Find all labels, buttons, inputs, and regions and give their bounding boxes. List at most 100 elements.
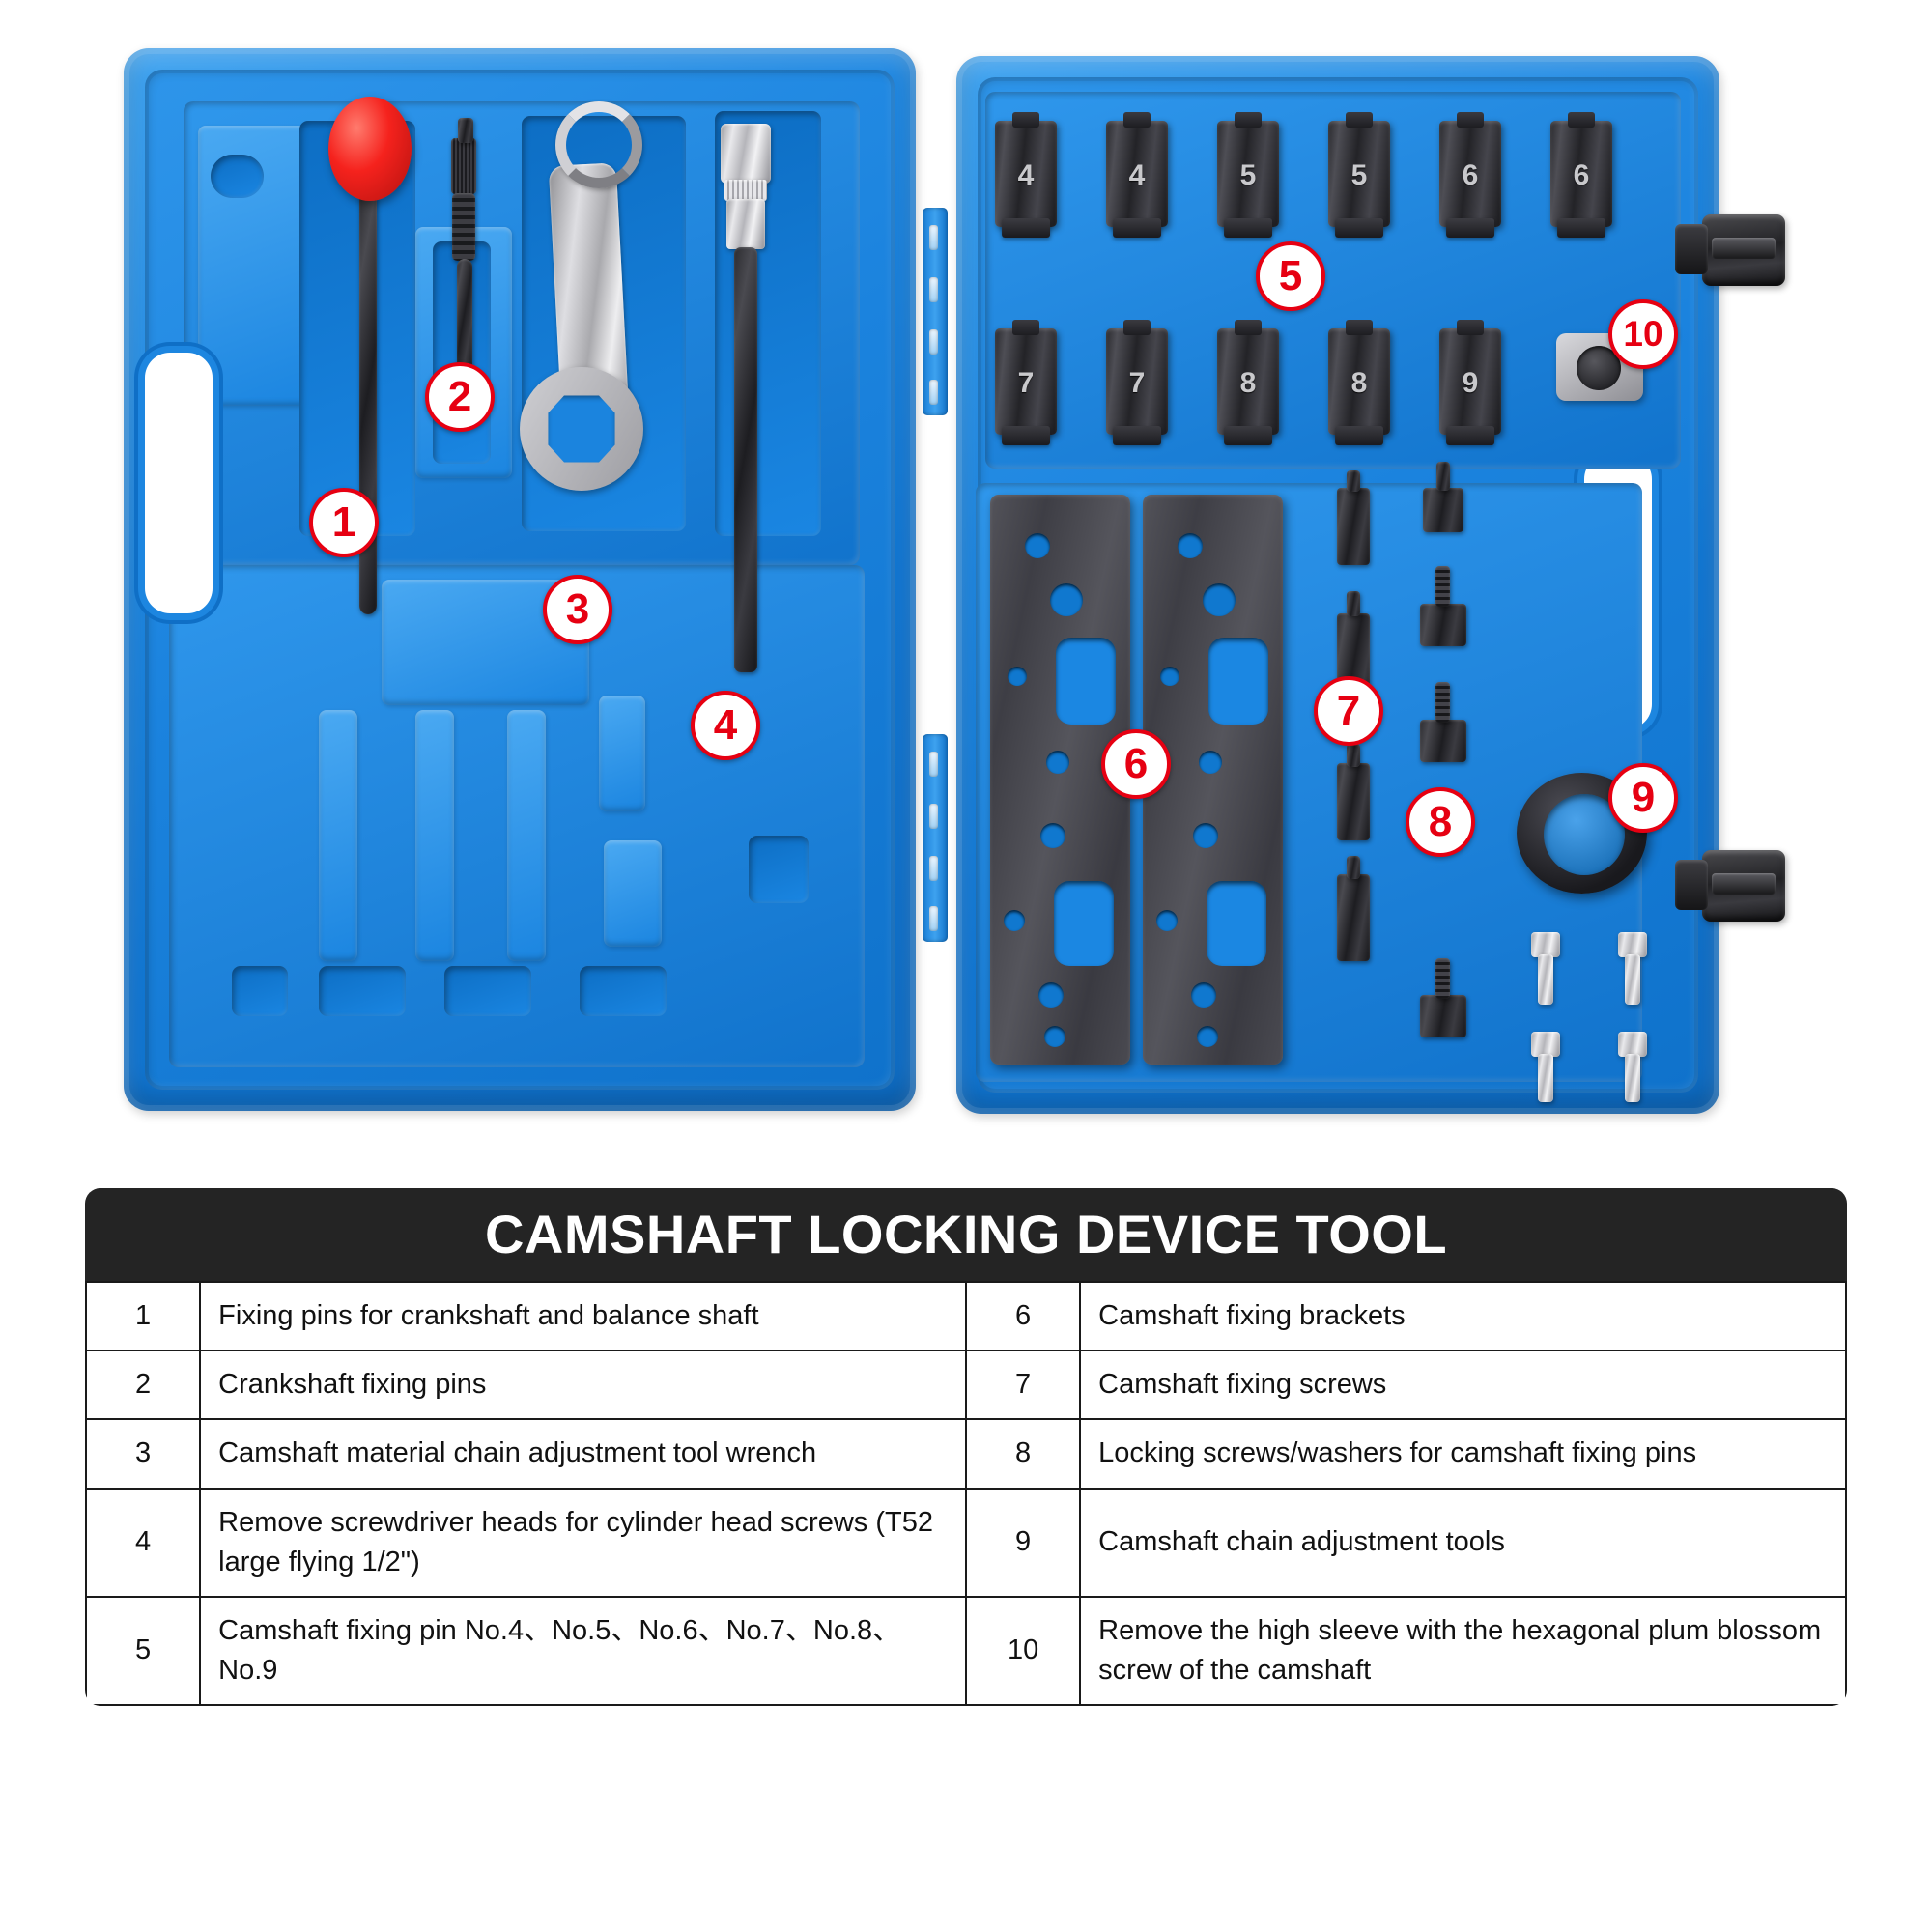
socket-cap: 9: [1439, 320, 1501, 435]
callout-badge-1: 1: [309, 488, 379, 557]
row-desc-left: Camshaft fixing pin No.4、No.5、No.6、No.7、…: [199, 1595, 967, 1707]
table-row: 3 Camshaft material chain adjustment too…: [85, 1418, 1847, 1490]
socket-cap: 4: [995, 112, 1057, 227]
legend-title: CAMSHAFT LOCKING DEVICE TOOL: [85, 1188, 1847, 1281]
case-latch-top[interactable]: [1702, 214, 1785, 286]
bracket-hole: [1046, 751, 1069, 774]
socket-label: 7: [1128, 367, 1146, 400]
tool-crankshaft-pin-hex: [458, 118, 473, 143]
socket-cap: 7: [995, 320, 1057, 435]
tool-camshaft-fixing-screw: [1337, 488, 1370, 565]
bracket-hole: [1050, 583, 1083, 616]
tool-wrench-ring: [555, 101, 642, 188]
bracket-slot: [1208, 638, 1268, 724]
tool-camshaft-fixing-screw: [1337, 874, 1370, 961]
bracket-hole: [1197, 1026, 1218, 1047]
bracket-hole: [1203, 583, 1236, 616]
callout-badge-3: 3: [543, 575, 612, 644]
socket-label: 6: [1462, 159, 1479, 192]
table-row: 4 Remove screwdriver heads for cylinder …: [85, 1487, 1847, 1598]
left-rib-d: [507, 710, 546, 961]
socket-label: 4: [1128, 159, 1146, 192]
left-slot-c: [580, 966, 667, 1016]
bracket-hole: [1156, 910, 1178, 931]
callout-badge-7: 7: [1314, 676, 1383, 746]
socket-label: 8: [1350, 367, 1368, 400]
callout-badge-4: 4: [691, 691, 760, 760]
tool-bit-knurl: [724, 180, 767, 201]
left-rib-b: [319, 710, 357, 961]
row-desc-left: Remove screwdriver heads for cylinder he…: [199, 1487, 967, 1598]
tool-fixing-pin-red-knob: [328, 97, 412, 201]
left-rib-f: [604, 840, 662, 947]
case-latch-bottom[interactable]: [1702, 850, 1785, 922]
callout-badge-6: 6: [1101, 729, 1171, 799]
tool-crankshaft-pin-knurl: [451, 138, 476, 194]
tool-bolt-shank: [1625, 1054, 1640, 1102]
product-photo: 4 4 5 5 6 6 7 7 8 8 9: [0, 0, 1932, 1159]
row-number-right: 6: [964, 1281, 1082, 1352]
bracket-hole: [1040, 823, 1065, 848]
bracket-hole: [1199, 751, 1222, 774]
case-hinge-top: [923, 208, 948, 415]
case-latch-top-tab[interactable]: [1675, 224, 1708, 274]
tool-locking-screw-thread: [1435, 682, 1450, 723]
row-number-right: 7: [964, 1350, 1082, 1421]
tool-camshaft-fixing-screw: [1337, 763, 1370, 840]
row-number-left: 2: [85, 1350, 202, 1421]
left-handle-cutout: [145, 353, 213, 613]
socket-cap: 6: [1439, 112, 1501, 227]
table-row: 1 Fixing pins for crankshaft and balance…: [85, 1281, 1847, 1352]
socket-cap: 8: [1217, 320, 1279, 435]
tool-bit-shaft: [734, 247, 757, 672]
callout-badge-5: 5: [1256, 242, 1325, 311]
bracket-hole: [1160, 667, 1179, 686]
socket-label: 5: [1350, 159, 1368, 192]
left-slot-a: [319, 966, 406, 1016]
tool-bolt-head: [1531, 1032, 1560, 1057]
tool-bolt-shank: [1625, 954, 1640, 1005]
row-desc-left: Camshaft material chain adjustment tool …: [199, 1418, 967, 1490]
row-desc-right: Camshaft chain adjustment tools: [1079, 1487, 1847, 1598]
row-number-left: 1: [85, 1281, 202, 1352]
row-desc-left: Crankshaft fixing pins: [199, 1350, 967, 1421]
left-slot-e: [749, 836, 809, 903]
tool-bolt-head: [1618, 1032, 1647, 1057]
bracket-hole: [1004, 910, 1025, 931]
tool-bit-socket-head: [721, 124, 771, 184]
socket-label: 4: [1017, 159, 1035, 192]
left-rib-c: [415, 710, 454, 961]
socket-cap: 5: [1217, 112, 1279, 227]
tool-camshaft-fixing-screw-tip: [1347, 470, 1360, 492]
legend-block: CAMSHAFT LOCKING DEVICE TOOL 1 Fixing pi…: [85, 1188, 1847, 1707]
row-number-right: 8: [964, 1418, 1082, 1490]
bracket-hole: [1008, 667, 1027, 686]
case-latch-bottom-tab[interactable]: [1675, 860, 1708, 910]
tool-locking-screw-thread: [1435, 566, 1450, 607]
bracket-hole: [1193, 823, 1218, 848]
socket-label: 7: [1017, 367, 1035, 400]
bracket-slot: [1054, 881, 1114, 966]
tool-camshaft-bracket-right: [1143, 495, 1283, 1065]
socket-label: 5: [1239, 159, 1257, 192]
socket-cap: 5: [1328, 112, 1390, 227]
callout-badge-2: 2: [425, 362, 495, 432]
table-row: 2 Crankshaft fixing pins 7 Camshaft fixi…: [85, 1350, 1847, 1421]
tool-bolt-shank: [1538, 1054, 1553, 1102]
socket-label: 8: [1239, 367, 1257, 400]
bracket-hole: [1178, 533, 1203, 558]
row-number-left: 3: [85, 1418, 202, 1490]
socket-label: 9: [1462, 367, 1479, 400]
case-hinge-bottom: [923, 734, 948, 942]
legend-table: 1 Fixing pins for crankshaft and balance…: [85, 1281, 1847, 1707]
bracket-hole: [1044, 1026, 1065, 1047]
row-desc-left: Fixing pins for crankshaft and balance s…: [199, 1281, 967, 1352]
tool-bolt-head: [1531, 932, 1560, 957]
tool-locking-screw: [1420, 604, 1466, 646]
tool-camshaft-fixing-screw-tip: [1347, 591, 1360, 616]
left-slot-d: [232, 966, 288, 1016]
callout-badge-9: 9: [1608, 763, 1678, 833]
table-row: 5 Camshaft fixing pin No.4、No.5、No.6、No.…: [85, 1595, 1847, 1707]
row-number-left: 5: [85, 1595, 202, 1707]
tool-locking-screw: [1420, 995, 1466, 1037]
